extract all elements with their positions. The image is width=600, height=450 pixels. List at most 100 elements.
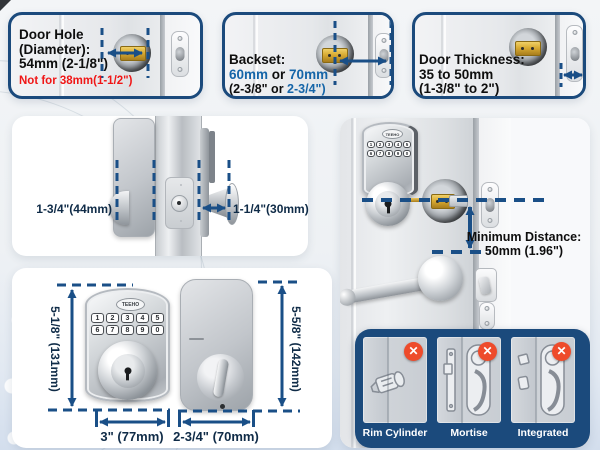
backset-value1: 60mm [229, 66, 269, 82]
reset-hole [220, 404, 225, 409]
keypad-lock-front: TEEHO 1 2 3 4 5 6 7 8 9 0 [85, 288, 170, 402]
key-7: 7 [106, 325, 119, 335]
keyhole [124, 366, 131, 374]
battery-cover-seam [189, 338, 204, 340]
front-height-label: 5-1/8" (131mm) [48, 306, 62, 392]
thickness-line2: 35 to 50mm [419, 66, 494, 82]
door-hole-text: Door Hole (Diameter): 54mm (2-1/8") Not … [19, 27, 132, 88]
rim-cylinder-drawing [370, 371, 405, 394]
thickness-line1: Door Thickness: [419, 52, 525, 67]
brand-logo: TEEHO [116, 298, 145, 311]
mini-key: 1 [367, 141, 375, 148]
key-4: 4 [136, 313, 149, 323]
keypad-row2: 6 7 8 9 0 [91, 325, 164, 335]
mortise-label: Mortise [450, 427, 488, 439]
backset-paren-blue: 2-3/4") [287, 82, 326, 96]
integrated-card: ✕ [511, 337, 575, 423]
thumbturn [197, 354, 244, 401]
edge-plate [165, 177, 194, 229]
door-molding-line [59, 15, 61, 96]
exterior-plate-side [200, 128, 209, 237]
backset-title: Backset: [229, 52, 286, 67]
thickness-measurement [559, 63, 583, 87]
door-hole-measurement [100, 28, 150, 78]
front-back-measurements [48, 280, 302, 427]
back-height-label: 5-5/8" (142mm) [289, 306, 303, 392]
interior-depth-label: 1-3/4"(44mm) [36, 202, 112, 216]
door-hole-panel: Door Hole (Diameter): 54mm (2-1/8") Not … [8, 12, 203, 99]
front-width-label: 3" (77mm) [100, 429, 164, 444]
min-distance-text: Minimum Distance: 50mm (1.96") [460, 230, 588, 258]
backset-measurement [333, 21, 391, 85]
front-back-view-panel: TEEHO 1 2 3 4 5 6 7 8 9 0 [12, 268, 332, 448]
strike-plate [375, 33, 391, 78]
key-3: 3 [121, 313, 134, 323]
side-view-panel: 1-3/4"(44mm) 1-1/4"(30mm) [12, 116, 309, 256]
door-molding-line [62, 15, 64, 96]
mini-keypad-row2: 6 7 8 9 0 [367, 150, 411, 157]
key-9: 9 [136, 325, 149, 335]
mini-key: 3 [385, 141, 393, 148]
not-compatible-icon: ✕ [552, 342, 571, 361]
interior-unit-back [180, 279, 253, 411]
door-hole-line1: Door Hole [19, 27, 84, 42]
mini-key: 9 [394, 150, 402, 157]
door-molding-line [253, 15, 255, 96]
mortise-card: ✕ [437, 337, 501, 423]
exterior-depth-label: 1-1/4"(30mm) [233, 202, 309, 216]
backset-value2: 70mm [289, 66, 329, 82]
min-distance-line1: Minimum Distance: [466, 230, 582, 244]
door-hole-line2: (Diameter): [19, 41, 91, 57]
min-distance-measurement [362, 198, 548, 254]
key-2: 2 [106, 313, 119, 323]
side-view-measurements [115, 160, 231, 224]
latch-hardware [515, 41, 541, 56]
door-thickness-panel: Door Thickness: 35 to 50mm (1-3/8" to 2"… [412, 12, 586, 99]
door-thickness-text: Door Thickness: 35 to 50mm (1-3/8" to 2"… [419, 52, 525, 96]
corner-wedge [0, 0, 11, 11]
thickness-line3: (1-3/8" to 2") [419, 81, 500, 96]
door-edge [555, 15, 560, 96]
spindle-rod [410, 198, 426, 202]
brand-text: TEEHO [385, 131, 400, 137]
mini-key: 0 [403, 150, 411, 157]
min-distance-line2: 50mm (1.96") [484, 244, 564, 258]
backset-text: Backset: 60mm or 70mm (2-3/8" or 2-3/4") [229, 52, 329, 96]
interior-knob-bulge [109, 191, 129, 225]
door-molding-line [351, 118, 353, 448]
key-0: 0 [151, 325, 164, 335]
key-8: 8 [121, 325, 134, 335]
backset-panel: Backset: 60mm or 70mm (2-3/8" or 2-3/4") [222, 12, 394, 99]
deadbolt-cylinder-on-door [366, 182, 410, 226]
door-molding-line [256, 15, 258, 96]
strike-plate [481, 182, 499, 228]
backset-paren-black: (2-3/8" or [229, 82, 288, 96]
not-compatible-icon: ✕ [404, 342, 423, 361]
not-compatible-icon: ✕ [478, 342, 497, 361]
backset-or: or [268, 66, 290, 82]
rim-cylinder-card: ✕ [363, 337, 427, 423]
key-6: 6 [91, 325, 104, 335]
exterior-back-edge [209, 131, 215, 183]
key-5: 5 [151, 313, 164, 323]
brand-text: TEEHO [121, 301, 140, 308]
mini-key: 6 [367, 150, 375, 157]
deadbolt-cylinder [98, 341, 157, 400]
handle-rose [418, 256, 463, 301]
keypad-row1: 1 2 3 4 5 [91, 313, 164, 323]
door-molding-line [354, 118, 356, 448]
back-width-label: 2-3/4" (70mm) [173, 429, 259, 444]
mini-key: 5 [403, 141, 411, 148]
mini-keypad-row1: 1 2 3 4 5 [367, 141, 411, 148]
door-molding-line [444, 15, 446, 96]
keypad-lock-on-door: TEEHO 1 2 3 4 5 6 7 8 9 0 [362, 122, 418, 198]
mini-key: 8 [385, 150, 393, 157]
rim-cylinder-label: Rim Cylinder [362, 427, 428, 439]
door-molding-line [441, 15, 443, 96]
door-view-panel: TEEHO 1 2 3 4 5 6 7 8 9 0 [340, 118, 590, 448]
key-1: 1 [91, 313, 104, 323]
strike-plate [171, 31, 189, 77]
backset-inches: (2-3/8" or 2-3/4") [229, 82, 328, 96]
brand-logo-mini: TEEHO [382, 129, 403, 139]
